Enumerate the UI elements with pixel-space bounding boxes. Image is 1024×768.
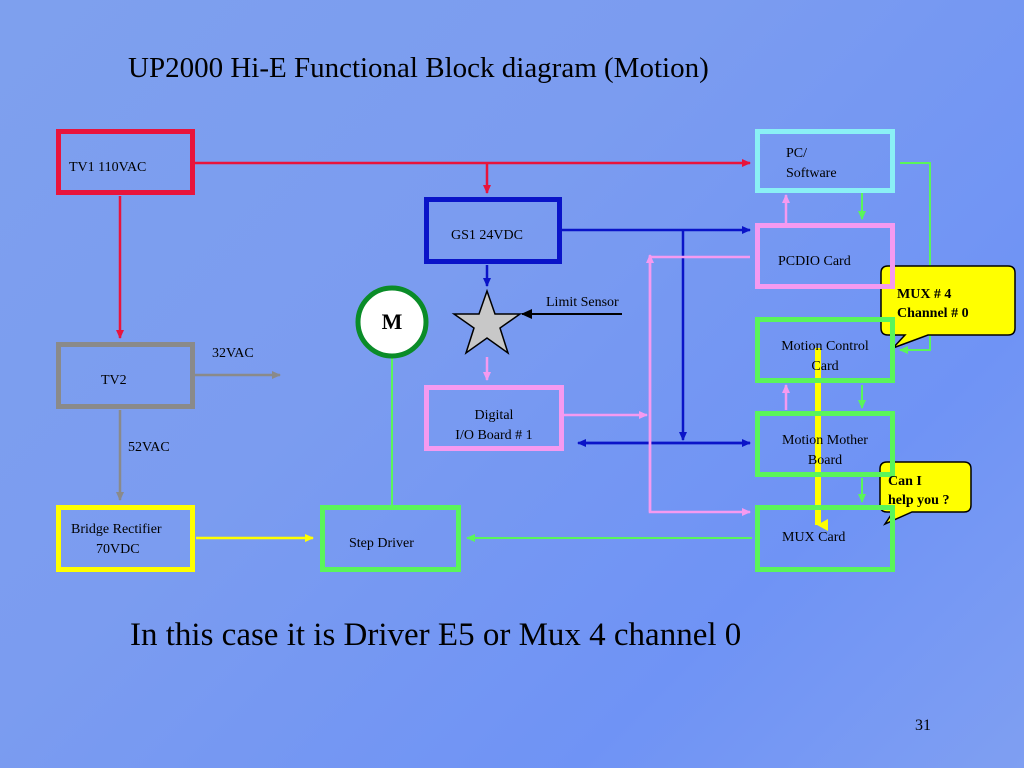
help-callout-text: Can I help you ? [888,472,949,510]
pcdio-card-block[interactable]: PCDIO Card [755,223,895,289]
motion-control-label: Motion Control [781,339,869,354]
bridge-rectifier-voltage: 70VDC [96,542,140,557]
help-callout-line1: Can I [888,474,922,489]
red-wires [116,159,751,339]
tv2-label: TV2 [101,373,127,388]
bridge-rectifier-label: Bridge Rectifier [71,522,162,537]
help-callout-line2: help you ? [888,493,950,508]
slide-title: UP2000 Hi-E Functional Block diagram (Mo… [128,52,709,84]
tv2-block[interactable]: TV2 [56,342,195,409]
mux-callout-line1: MUX # 4 [897,287,952,302]
mux-card-block[interactable]: MUX Card [755,505,895,572]
32vac-label: 32VAC [212,346,254,361]
bridge-rectifier-block[interactable]: Bridge Rectifier 70VDC [56,505,195,572]
limit-sensor-star-icon [451,288,523,355]
blue-wires [483,226,751,447]
slide-caption: In this case it is Driver E5 or Mux 4 ch… [130,617,742,653]
tv1-block[interactable]: TV1 110VAC [56,129,195,195]
mux-callout-line2: Channel # 0 [897,306,969,321]
mux-card-label: MUX Card [782,530,846,545]
step-driver-block[interactable]: Step Driver [320,505,461,572]
motion-mother-board-block[interactable]: Motion Mother Board [755,411,895,477]
help-callout-bubble [879,461,972,526]
limit-sensor-label: Limit Sensor [546,295,619,310]
pink-wires [483,194,790,516]
page-number: 31 [915,717,931,734]
mux-callout-text: MUX # 4 Channel # 0 [897,285,969,323]
motion-mother-board-label: Board [807,453,843,468]
motor-label: M [381,309,403,334]
step-driver-label: Step Driver [349,536,414,551]
motor-icon [355,285,429,359]
pc-label: PC/ [786,146,808,161]
software-label: Software [786,166,837,181]
digital-io-board-label: I/O Board # 1 [455,428,533,443]
gs1-label: GS1 24VDC [451,228,523,243]
motion-control-card-block[interactable]: Motion Control Card [755,317,895,383]
motion-mother-label: Motion Mother [782,433,868,448]
green-wires [391,162,931,542]
digital-io-label: Digital [474,408,514,423]
mux-callout-bubble [880,265,1016,349]
pc-software-block[interactable]: PC/ Software [755,129,895,193]
gray-wires [116,371,281,501]
pcdio-card-label: PCDIO Card [778,254,851,269]
52vac-label: 52VAC [128,440,170,455]
digital-io-block[interactable]: Digital I/O Board # 1 [424,385,564,451]
tv1-label: TV1 110VAC [69,160,147,175]
motion-control-card-label: Card [811,359,839,374]
gs1-block[interactable]: GS1 24VDC [424,197,562,264]
